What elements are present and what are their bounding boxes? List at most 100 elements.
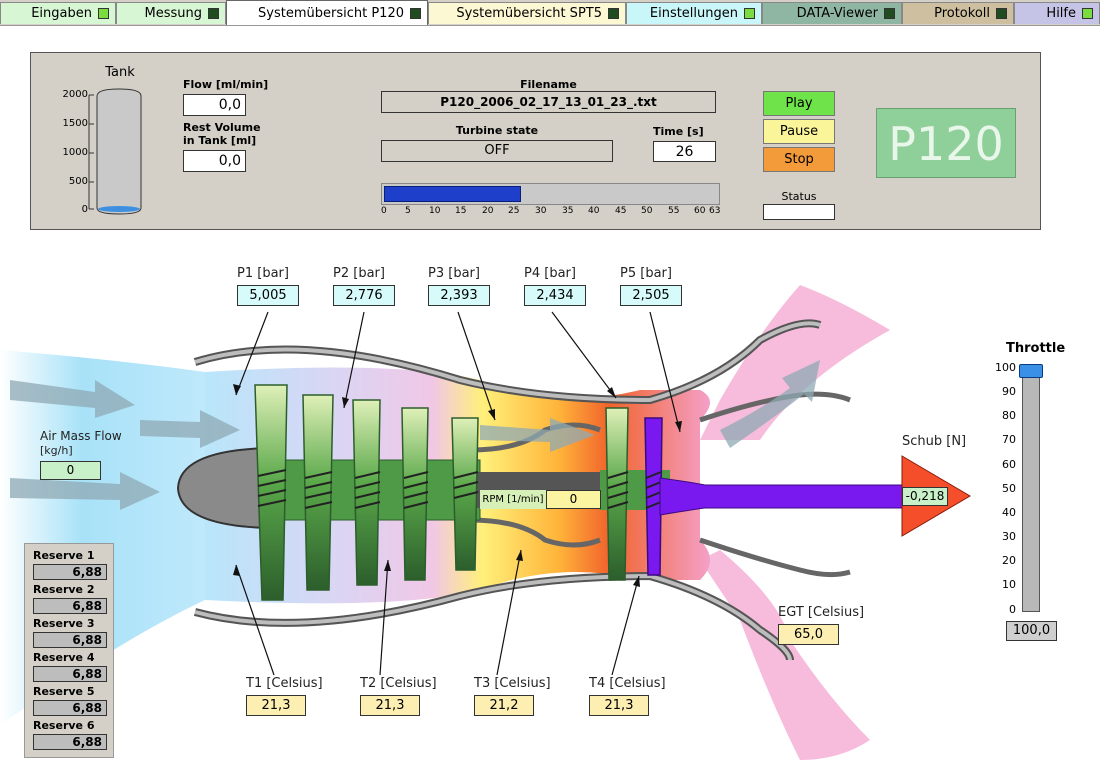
tab-label: Messung — [144, 6, 203, 21]
throttle-tick-label: 80 — [1002, 409, 1016, 422]
p5-label: P5 [bar] — [620, 266, 672, 281]
p5-value: 2,505 — [620, 285, 682, 306]
rest-volume-label-line1: Rest Volume — [183, 121, 261, 134]
flow-value: 0,0 — [183, 94, 246, 116]
throttle-tick-label: 50 — [1002, 482, 1016, 495]
progress-tick-label: 40 — [588, 206, 600, 216]
status-led-icon — [410, 8, 421, 19]
tab-systemuebersicht-p120[interactable]: Systemübersicht P120 — [226, 0, 428, 26]
reserve-2-label: Reserve 2 — [33, 583, 95, 596]
tab-label: DATA-Viewer — [796, 6, 878, 21]
status-label: Status — [781, 190, 817, 203]
p3-value: 2,393 — [428, 285, 490, 306]
throttle-tick-label: 10 — [1002, 578, 1016, 591]
filename-label: Filename — [520, 78, 577, 91]
pause-button[interactable]: Pause — [763, 119, 835, 144]
tab-label: Einstellungen — [649, 6, 738, 21]
turbine-state-label: Turbine state — [455, 124, 539, 137]
reserve-3-label: Reserve 3 — [33, 617, 95, 630]
reserve-4-value: 6,88 — [33, 666, 107, 682]
throttle-tick-label: 30 — [1002, 530, 1016, 543]
status-led-icon — [884, 8, 895, 19]
tab-messung[interactable]: Messung — [116, 2, 226, 24]
progress-tick-label: 30 — [535, 206, 547, 216]
status-led-icon — [608, 8, 619, 19]
thrust-label: Schub [N] — [902, 434, 967, 449]
tab-eingaben[interactable]: Eingaben — [0, 2, 116, 24]
tank-scale-tick: 1500 — [62, 118, 88, 129]
progress-bar — [381, 183, 720, 205]
throttle-tick-label: 70 — [1002, 433, 1016, 446]
t4-label: T4 [Celsius] — [589, 676, 666, 691]
rpm-value: 0 — [546, 490, 601, 509]
progress-tick-label: 35 — [562, 206, 574, 216]
throttle-tick-label: 40 — [1002, 506, 1016, 519]
p4-value: 2,434 — [524, 285, 586, 306]
progress-tick-label: 50 — [641, 206, 653, 216]
t4-value: 21,3 — [589, 695, 649, 716]
status-led-icon — [744, 8, 755, 19]
air-mass-flow-label-line1: Air Mass Flow — [40, 429, 122, 443]
tab-label: Systemübersicht P120 — [258, 6, 404, 21]
reserve-1-value: 6,88 — [33, 564, 107, 580]
tab-systemuebersicht-spt5[interactable]: Systemübersicht SPT5 — [428, 2, 626, 24]
reserve-6-value: 6,88 — [33, 734, 107, 750]
t3-label: T3 [Celsius] — [474, 676, 551, 691]
throttle-tick-label: 90 — [1002, 385, 1016, 398]
tab-data-viewer[interactable]: DATA-Viewer — [762, 2, 902, 24]
t2-label: T2 [Celsius] — [360, 676, 437, 691]
status-led-icon — [208, 8, 219, 19]
tab-einstellungen[interactable]: Einstellungen — [626, 2, 762, 24]
progress-tick-label: 20 — [482, 206, 494, 216]
status-led-icon — [1082, 8, 1093, 19]
progress-tick-label: 0 — [381, 206, 387, 216]
progress-tick-label: 10 — [429, 206, 441, 216]
progress-tick-label: 60 — [694, 206, 706, 216]
turbine-state-value: OFF — [381, 140, 613, 162]
progress-tick-label: 63 — [709, 206, 721, 216]
tank-gauge — [88, 88, 142, 215]
p3-label: P3 [bar] — [428, 266, 480, 281]
time-value: 26 — [653, 141, 716, 162]
progress-tick-label: 55 — [668, 206, 680, 216]
air-mass-flow-value: 0 — [40, 461, 101, 480]
reserve-1-label: Reserve 1 — [33, 549, 95, 562]
throttle-scale: 100 90 80 70 60 50 40 30 20 10 0 — [990, 361, 1016, 621]
tab-label: Systemübersicht SPT5 — [456, 6, 602, 21]
tank-title: Tank — [105, 65, 135, 80]
play-button[interactable]: Play — [763, 91, 835, 116]
tank-scale-tick: 500 — [68, 176, 88, 187]
engine-diagram — [0, 285, 971, 760]
throttle-tick-label: 20 — [1002, 554, 1016, 567]
status-led-icon — [98, 8, 109, 19]
throttle-track[interactable] — [1022, 368, 1040, 612]
tab-protokoll[interactable]: Protokoll — [902, 2, 1014, 24]
tank-scale-tick: 1000 — [62, 147, 88, 158]
thrust-value: -0,218 — [902, 487, 948, 506]
reserve-2-value: 6,88 — [33, 598, 107, 614]
tab-label: Eingaben — [31, 6, 92, 21]
p120-logo: P120 — [876, 108, 1016, 178]
tab-hilfe[interactable]: Hilfe — [1014, 2, 1100, 24]
time-label: Time [s] — [653, 125, 704, 138]
tab-label: Protokoll — [934, 6, 990, 21]
progress-tick-label: 25 — [508, 206, 520, 216]
p1-label: P1 [bar] — [237, 266, 289, 281]
status-indicator — [763, 204, 835, 220]
p1-value: 5,005 — [237, 285, 299, 306]
progress-scale: 0 5 10 15 20 25 30 35 40 45 50 55 60 63 — [381, 206, 720, 226]
progress-fill — [384, 186, 521, 202]
reserve-panel: Reserve 1 6,88 Reserve 2 6,88 Reserve 3 … — [24, 543, 114, 758]
progress-tick-label: 5 — [405, 206, 411, 216]
throttle-tick-label: 100 — [995, 361, 1016, 374]
stop-button[interactable]: Stop — [763, 147, 835, 172]
reserve-6-label: Reserve 6 — [33, 719, 95, 732]
throttle-slider-handle[interactable] — [1019, 364, 1043, 378]
rest-volume-label-line2: in Tank [ml] — [183, 134, 257, 147]
progress-tick-label: 45 — [615, 206, 627, 216]
egt-value: 65,0 — [778, 624, 839, 645]
filename-value: P120_2006_02_17_13_01_23_.txt — [381, 91, 716, 113]
air-mass-flow-label-line2: [kg/h] — [40, 444, 73, 457]
throttle-title: Throttle — [1006, 341, 1066, 356]
p2-value: 2,776 — [333, 285, 395, 306]
